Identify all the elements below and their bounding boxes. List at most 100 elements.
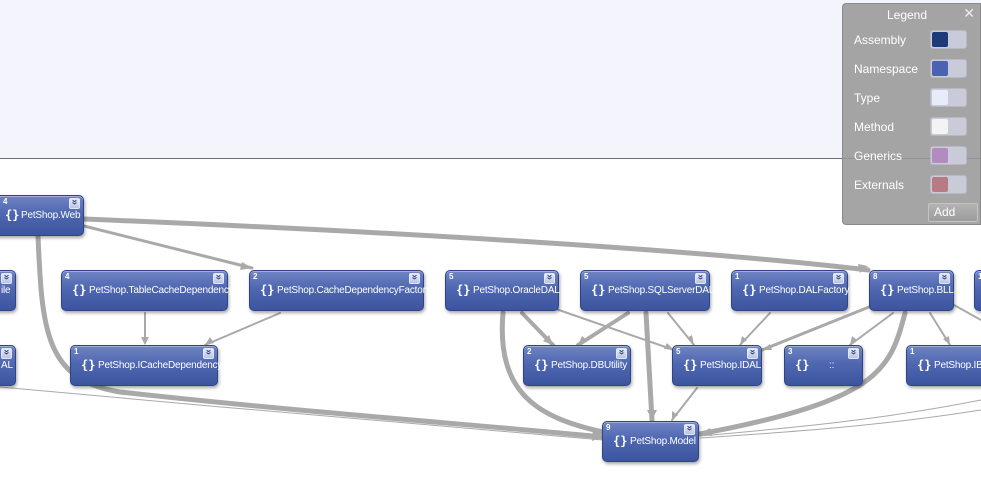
expand-icon[interactable]	[695, 273, 706, 284]
node-petshop-web[interactable]: 4 {} PetShop.Web	[0, 195, 84, 236]
node-label: PetShop.Web	[21, 210, 81, 221]
expand-icon[interactable]	[203, 348, 214, 359]
edge-bll-idal	[760, 303, 876, 352]
edge-odal-idal	[555, 308, 675, 351]
expand-icon[interactable]	[544, 273, 555, 284]
namespace-icon: {}	[613, 434, 628, 448]
namespace-icon: {}	[880, 283, 895, 297]
edge-thin-left	[0, 386, 604, 441]
edge-sdal-model	[643, 310, 655, 423]
expand-icon[interactable]	[409, 273, 420, 284]
node-right-cut[interactable]: 1	[974, 270, 981, 311]
arrowhead	[850, 336, 857, 345]
node-petshop-ibll[interactable]: 1 {} PetShop.IBLL	[906, 345, 981, 386]
arrowhead	[664, 343, 674, 350]
expand-icon[interactable]	[833, 273, 844, 284]
color-swatch-button[interactable]	[930, 59, 967, 78]
node-count: 9	[606, 423, 611, 432]
color-swatch	[932, 61, 948, 76]
node-petshop-model[interactable]: 9 {} PetShop.Model	[602, 421, 699, 462]
node-label: PetShop.TableCacheDependency	[89, 285, 234, 296]
arrowhead	[740, 336, 747, 345]
legend-panel: Legend ✕ Assembly Namespace Type Method …	[842, 3, 981, 225]
namespace-icon: {}	[260, 283, 275, 297]
legend-label: Namespace	[854, 62, 919, 76]
node-label: PetShop.OracleDAL	[473, 285, 560, 296]
node-petshop-idal[interactable]: 5 {} PetShop.IDAL	[672, 345, 762, 386]
close-icon[interactable]: ✕	[963, 5, 975, 21]
node-left-cut-a[interactable]: ile	[0, 270, 16, 311]
node-petshop-icachedependency[interactable]: 1 {} PetShop.ICacheDependency	[70, 345, 222, 386]
arrowhead	[672, 411, 678, 420]
edge-bll-model	[697, 310, 908, 437]
color-swatch	[932, 148, 948, 163]
canvas-top-band	[0, 0, 981, 159]
node-petshop-dalfactory[interactable]: 1 {} PetShop.DALFactory	[731, 270, 850, 311]
node-petshop-oracledal[interactable]: 5 {} PetShop.OracleDAL	[445, 270, 560, 311]
color-swatch-button[interactable]	[930, 146, 967, 165]
legend-label: Externals	[854, 178, 905, 192]
expand-icon[interactable]	[616, 348, 627, 359]
node-label: PetShop.DBUtility	[551, 360, 628, 371]
legend-row-externals: Externals	[854, 175, 974, 195]
node-label: ::	[829, 360, 835, 371]
expand-icon[interactable]	[684, 424, 695, 435]
expand-icon[interactable]	[1, 348, 12, 359]
node-left-cut-b[interactable]: AL	[0, 345, 16, 386]
node-petshop-bll[interactable]: 8 {} PetShop.BLL	[869, 270, 954, 311]
expand-icon[interactable]	[747, 348, 758, 359]
namespace-icon: {}	[534, 358, 549, 372]
node-count: 5	[676, 347, 681, 356]
expand-icon[interactable]	[939, 273, 950, 284]
node-count: 2	[253, 272, 258, 281]
edge-web-cdf	[82, 224, 254, 270]
namespace-icon: {}	[742, 283, 757, 297]
node-count: 5	[584, 272, 589, 281]
edge-web-bll	[81, 216, 871, 273]
node-label: PetShop.IDAL	[700, 360, 761, 371]
arrowhead	[858, 264, 868, 273]
arrowhead	[647, 410, 657, 420]
legend-label: Generics	[854, 149, 903, 163]
node-petshop-cachedependencyfactory[interactable]: 2 {} PetShop.CacheDependencyFactory	[249, 270, 431, 311]
namespace-icon: {}	[456, 283, 471, 297]
node-count: 8	[873, 272, 878, 281]
node-count: 3	[788, 347, 793, 356]
node-label: PetShop.ICacheDependency	[98, 360, 223, 371]
node-label: PetShop.IBLL	[934, 360, 981, 371]
node-petshop-dbutility[interactable]: 2 {} PetShop.DBUtility	[523, 345, 631, 386]
add-legend-item-button[interactable]: Add	[928, 203, 978, 222]
arrowhead	[205, 337, 214, 345]
node-global-namespace[interactable]: 3 {} ::	[784, 345, 863, 386]
arrowhead	[700, 428, 712, 436]
arrowhead	[592, 430, 603, 438]
color-swatch-button[interactable]	[930, 30, 967, 49]
color-swatch-button[interactable]	[930, 88, 967, 107]
legend-label: Method	[854, 120, 895, 134]
node-count: 1	[74, 347, 79, 356]
namespace-icon: {}	[5, 208, 20, 222]
expand-icon[interactable]	[848, 348, 859, 359]
arrowhead	[687, 335, 694, 345]
node-count: 2	[527, 347, 532, 356]
node-count: 5	[449, 272, 454, 281]
node-petshop-sqlserverdal[interactable]: 5 {} PetShop.SQLServerDAL	[580, 270, 714, 311]
edge-odal-model	[499, 310, 606, 435]
node-petshop-tablecachedependency[interactable]: 4 {} PetShop.TableCacheDependency	[61, 270, 234, 311]
color-swatch-button[interactable]	[930, 175, 967, 194]
namespace-icon: {}	[591, 283, 606, 297]
legend-row-namespace: Namespace	[854, 59, 974, 79]
expand-icon[interactable]	[69, 198, 80, 209]
expand-icon[interactable]	[1, 273, 12, 284]
expand-icon[interactable]	[213, 273, 224, 284]
color-swatch	[932, 119, 948, 134]
arrowhead	[543, 335, 553, 345]
legend-row-generics: Generics	[854, 146, 974, 166]
node-count: 1	[978, 272, 981, 281]
arrowhead	[943, 336, 950, 345]
color-swatch-button[interactable]	[930, 117, 967, 136]
legend-row-assembly: Assembly	[854, 30, 974, 50]
node-label: PetShop.Model	[630, 436, 696, 447]
node-label: PetShop.CacheDependencyFactory	[277, 285, 431, 296]
